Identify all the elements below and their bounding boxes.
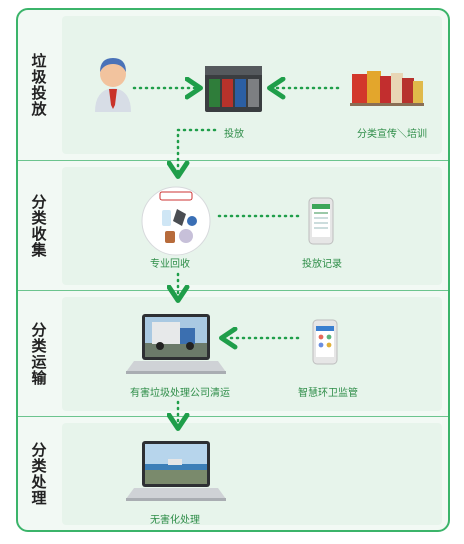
stage-label: 分类收集 xyxy=(29,194,48,258)
caption-hazardous-transport: 有害垃圾处理公司清运 xyxy=(130,388,230,399)
caption-dispose: 投放 xyxy=(224,129,244,140)
stage-panel xyxy=(62,297,442,411)
smartphone-icon xyxy=(312,319,338,365)
stage-treatment: 分类处理 xyxy=(18,416,448,530)
smartphone-icon xyxy=(308,197,334,245)
stage-label: 分类运输 xyxy=(29,322,48,386)
landscape-laptop-icon xyxy=(126,441,226,501)
person-icon xyxy=(95,58,131,112)
stage-label: 垃圾投放 xyxy=(29,53,48,117)
caption-smart-supervision: 智慧环卫监管 xyxy=(298,388,358,399)
stage-panel xyxy=(62,423,442,525)
stage-label: 分类处理 xyxy=(29,442,48,506)
stage-panel xyxy=(62,167,442,285)
garbage-truck-laptop-icon xyxy=(126,314,226,374)
caption-professional-recycling: 专业回收 xyxy=(150,259,190,270)
recycling-items-icon xyxy=(141,186,211,256)
caption-publicity: 分类宣传＼培训 xyxy=(357,129,427,140)
stage-collection: 分类收集 xyxy=(18,160,448,291)
arrow xyxy=(178,128,217,172)
stage-transport: 分类运输 xyxy=(18,290,448,417)
caption-harmless-treatment: 无害化处理 xyxy=(150,515,200,526)
sorting-bin-icon xyxy=(205,66,262,112)
caption-disposal-records: 投放记录 xyxy=(302,259,342,270)
publicity-books-icon xyxy=(350,71,424,106)
